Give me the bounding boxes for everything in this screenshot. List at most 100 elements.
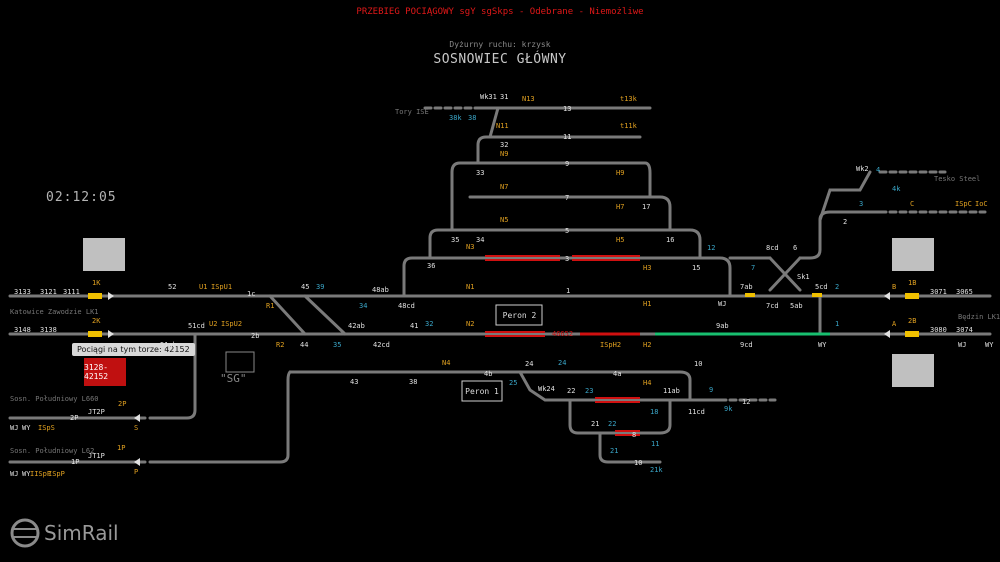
signal-label-33[interactable]: 2P (118, 400, 127, 408)
switch-label-5[interactable]: 7 (751, 264, 756, 272)
signal-label-23[interactable]: H9 (616, 169, 625, 177)
track-label-57[interactable]: 2 (843, 218, 848, 226)
signal-label-30[interactable]: 1B (908, 279, 917, 287)
switch-label-10[interactable]: 3 (859, 200, 864, 208)
signal-label-22[interactable]: H7 (616, 203, 625, 211)
signal-label-5[interactable]: ISpU2 (221, 320, 243, 328)
switch-label-0[interactable]: 39 (316, 283, 325, 291)
signal-label-19[interactable]: H3 (643, 264, 652, 272)
track-label-31[interactable]: 6 (793, 244, 798, 252)
track-label-16[interactable]: 42cd (373, 341, 390, 349)
track-label-62[interactable]: 44 (300, 341, 309, 349)
signal-label-37[interactable]: ISpS (38, 424, 55, 432)
switch-label-16[interactable]: 9 (709, 386, 714, 394)
track-label-1[interactable]: 3121 (40, 288, 57, 296)
track-label-51[interactable]: 8 (632, 431, 637, 439)
track-label-28[interactable]: 17 (642, 203, 651, 211)
track-label-24[interactable]: 32 (500, 141, 509, 149)
signal-label-2[interactable]: U1 (199, 283, 208, 291)
switch-label-6[interactable]: 2 (835, 283, 840, 291)
track-label-55[interactable]: Wk31 (480, 93, 497, 101)
track-label-20[interactable]: 7 (565, 194, 570, 202)
track-label-41[interactable]: 4b (484, 370, 493, 378)
signal-label-3[interactable]: ISpU1 (211, 283, 233, 291)
track-label-13[interactable]: 1 (566, 287, 571, 295)
track-label-70[interactable]: WY (22, 470, 31, 478)
track-label-58[interactable]: 3071 (930, 288, 947, 296)
track-label-37[interactable]: Sk1 (797, 273, 810, 281)
signal-label-0[interactable]: 1K (92, 279, 101, 287)
track-label-27[interactable]: 36 (427, 262, 436, 270)
track-label-56[interactable]: 31 (500, 93, 509, 101)
switch-label-2[interactable]: 35 (333, 341, 342, 349)
track-label-0[interactable]: 3133 (14, 288, 31, 296)
track-label-64[interactable]: JT1P (88, 452, 105, 460)
track-label-26[interactable]: 34 (476, 236, 485, 244)
track-label-29[interactable]: 16 (666, 236, 675, 244)
signal-label-40[interactable]: ISpH2 (600, 341, 622, 349)
signal-label-16[interactable]: N13 (522, 95, 535, 103)
signal-label-8[interactable]: N1 (466, 283, 475, 291)
track-label-7[interactable]: 45 (301, 283, 310, 291)
track-label-15[interactable]: 42ab (348, 322, 365, 330)
track-label-2[interactable]: 3111 (63, 288, 80, 296)
switch-label-11[interactable]: 23 (585, 387, 594, 395)
switch-label-18[interactable]: 22 (608, 420, 617, 428)
track-label-72[interactable]: WY (985, 341, 994, 349)
track-label-19[interactable]: 9 (565, 160, 570, 168)
track-label-59[interactable]: 3065 (956, 288, 973, 296)
switch-label-20[interactable]: 21k (650, 466, 663, 474)
switch-label-19[interactable]: 21 (610, 447, 619, 455)
signal-label-34[interactable]: S (134, 424, 139, 432)
signal-label-14[interactable]: N9 (500, 150, 509, 158)
track-label-38[interactable]: 9ab (716, 322, 729, 330)
signal-label-13[interactable]: N7 (500, 183, 509, 191)
track-label-34[interactable]: 7cd (766, 302, 779, 310)
switch-label-15[interactable]: 11 (651, 440, 660, 448)
track-label-25[interactable]: 35 (451, 236, 460, 244)
signal-label-26[interactable]: C (910, 200, 915, 208)
track-label-46[interactable]: 11ab (663, 387, 680, 395)
track-label-17[interactable]: 13 (563, 105, 572, 113)
switch-label-3[interactable]: 32 (425, 320, 434, 328)
track-label-66[interactable]: JT2P (88, 408, 105, 416)
track-label-33[interactable]: 7ab (740, 283, 753, 291)
signal-label-21[interactable]: H5 (616, 236, 625, 244)
track-label-47[interactable]: 11cd (688, 408, 705, 416)
track-label-5[interactable]: 52 (168, 283, 177, 291)
signal-label-36[interactable]: P (134, 468, 139, 476)
signal-label-38[interactable]: IISpP (30, 470, 52, 478)
camera-box-right-top[interactable] (892, 238, 934, 271)
track-label-50[interactable]: 21 (591, 420, 600, 428)
signal-label-31[interactable]: A (892, 320, 897, 328)
track-label-67[interactable]: WJ (10, 424, 19, 432)
track-label-43[interactable]: 24 (525, 360, 534, 368)
signal-label-20[interactable]: H4 (643, 379, 652, 387)
train-box[interactable]: 3128-42152 (84, 358, 126, 386)
signal-label-7[interactable]: R2 (276, 341, 285, 349)
track-label-73[interactable]: WJ (718, 300, 727, 308)
signal-label-1[interactable]: 2K (92, 317, 101, 325)
signal-label-29[interactable]: B (892, 283, 897, 291)
track-label-10[interactable]: 2b (251, 332, 260, 340)
track-label-65[interactable]: 2P (70, 414, 79, 422)
track-label-23[interactable]: 33 (476, 169, 485, 177)
switch-label-17[interactable]: 9k (724, 405, 733, 413)
track-label-60[interactable]: 3080 (930, 326, 947, 334)
signal-label-27[interactable]: ISpC (955, 200, 972, 208)
signal-label-4[interactable]: U2 (209, 320, 218, 328)
signal-label-9[interactable]: N2 (466, 320, 475, 328)
track-label-36[interactable]: 5cd (815, 283, 828, 291)
track-label-3[interactable]: 3148 (14, 326, 31, 334)
track-label-32[interactable]: 8cd (766, 244, 779, 252)
track-label-40[interactable]: 10 (694, 360, 703, 368)
signal-label-11[interactable]: N4 (442, 359, 451, 367)
track-label-6[interactable]: 1c (247, 290, 256, 298)
track-label-42[interactable]: 4a (613, 370, 622, 378)
track-label-63[interactable]: 1P (71, 458, 80, 466)
switch-label-1[interactable]: 34 (359, 302, 368, 310)
track-label-71[interactable]: WJ (958, 341, 967, 349)
signal-label-18[interactable]: H2 (643, 341, 652, 349)
track-label-12[interactable]: 51ab (160, 341, 177, 349)
track-label-49[interactable]: 22 (567, 387, 576, 395)
